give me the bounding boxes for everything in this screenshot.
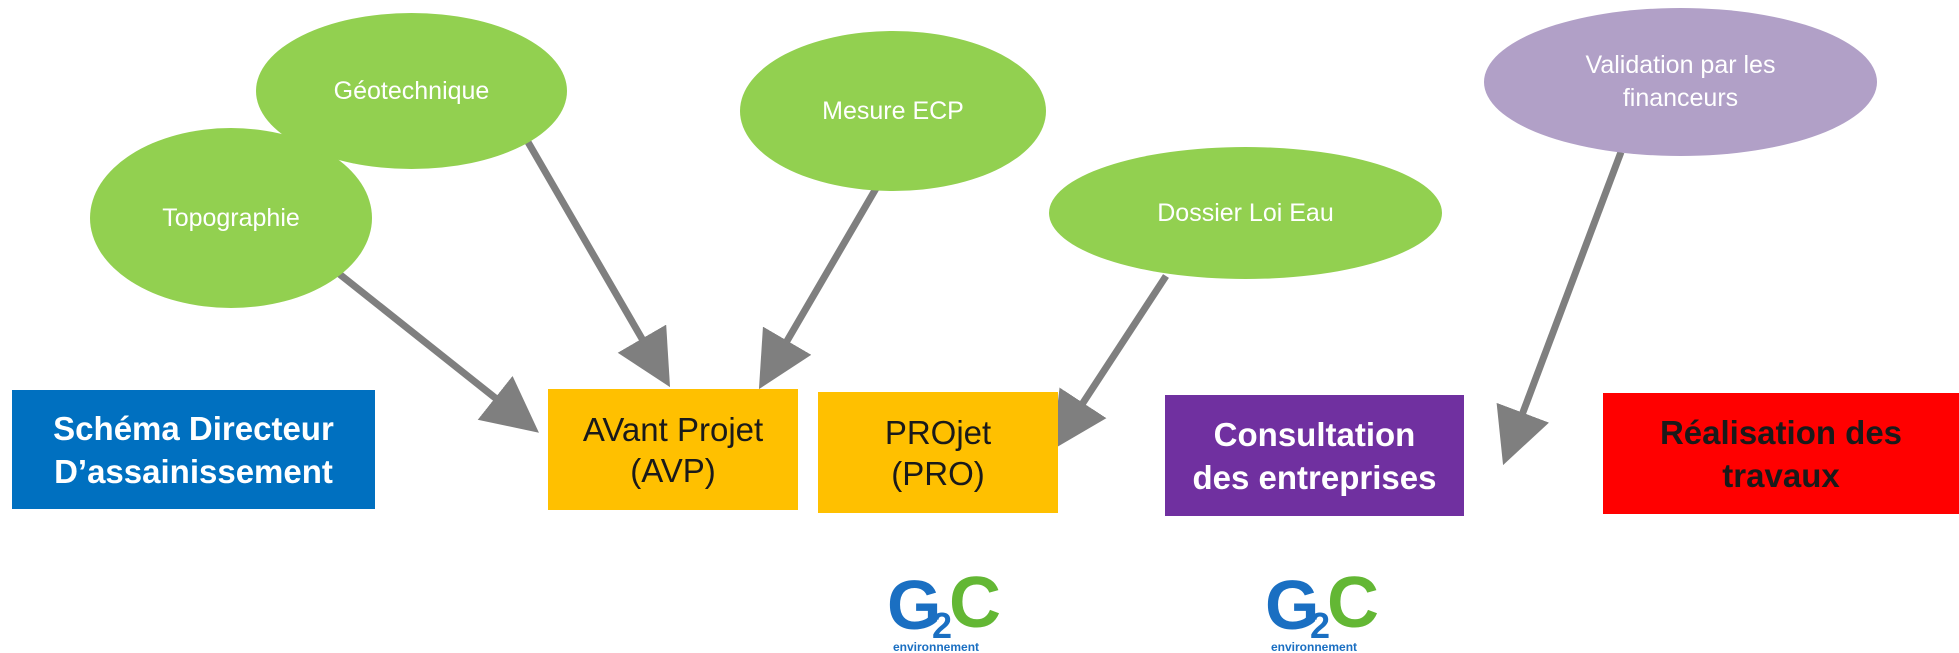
oval-mesure-ecp-label: Mesure ECP bbox=[822, 96, 964, 125]
step-projet-label: PROjet (PRO) bbox=[884, 413, 992, 492]
oval-geotechnique-label: Géotechnique bbox=[333, 76, 490, 105]
svg-text:C: C bbox=[1327, 563, 1379, 643]
step-avant-projet-label: AVant Projet (AVP) bbox=[582, 410, 764, 489]
oval-mesure-ecp: Mesure ECP bbox=[740, 31, 1046, 191]
svg-text:2: 2 bbox=[932, 605, 952, 646]
step-realisation: Réalisation des travaux bbox=[1603, 393, 1959, 514]
svg-text:C: C bbox=[949, 563, 1001, 643]
step-schema-directeur: Schéma Directeur D’assainissement bbox=[12, 390, 375, 509]
svg-text:G: G bbox=[887, 566, 941, 644]
oval-validation-financeurs-label: Validation par les financeurs bbox=[1585, 51, 1776, 112]
step-consultation-label: Consultation des entreprises bbox=[1192, 415, 1437, 496]
svg-text:environnement: environnement bbox=[893, 640, 979, 653]
g2c-logo-icon-2: G 2 C environnement bbox=[1265, 563, 1379, 653]
svg-text:2: 2 bbox=[1310, 605, 1330, 646]
oval-topographie-label: Topographie bbox=[162, 203, 300, 232]
arrow-dossier-loi-eau-to-pro bbox=[1052, 274, 1169, 450]
svg-text:environnement: environnement bbox=[1271, 640, 1357, 653]
oval-geotechnique: Géotechnique bbox=[256, 13, 567, 169]
step-consultation: Consultation des entreprises bbox=[1165, 395, 1464, 516]
svg-text:G: G bbox=[1265, 566, 1319, 644]
oval-topographie: Topographie bbox=[90, 128, 372, 308]
step-avant-projet: AVant Projet (AVP) bbox=[548, 389, 798, 510]
oval-validation-financeurs: Validation par les financeurs bbox=[1484, 8, 1877, 156]
oval-dossier-loi-eau: Dossier Loi Eau bbox=[1049, 147, 1442, 279]
step-realisation-label: Réalisation des travaux bbox=[1659, 413, 1903, 494]
arrow-geotechnique-to-avp bbox=[517, 128, 671, 388]
step-projet: PROjet (PRO) bbox=[818, 392, 1058, 513]
step-schema-directeur-label: Schéma Directeur D’assainissement bbox=[53, 409, 334, 490]
g2c-logo-icon: G 2 C environnement bbox=[887, 563, 1001, 653]
arrow-mesure-ecp-to-avp bbox=[758, 159, 896, 390]
oval-dossier-loi-eau-label: Dossier Loi Eau bbox=[1157, 198, 1334, 227]
